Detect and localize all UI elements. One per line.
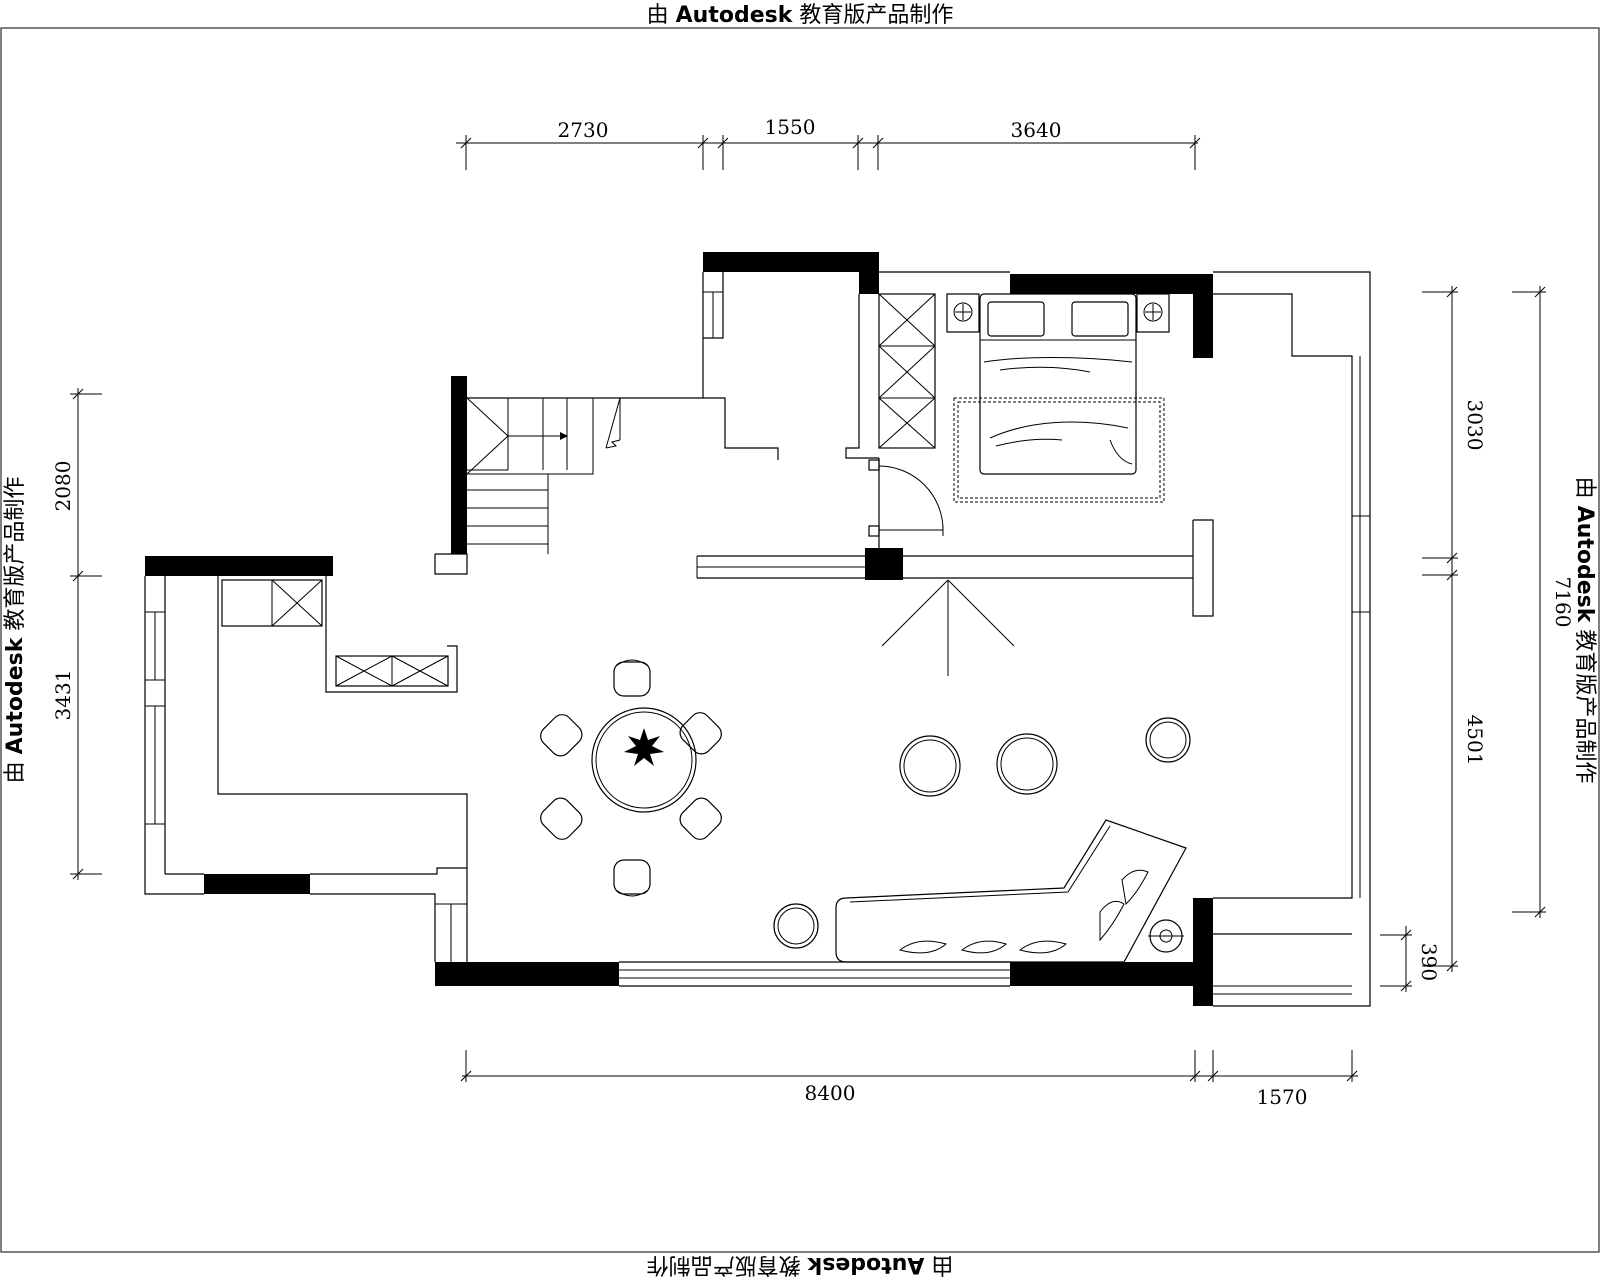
dimension-label: 2730	[558, 118, 609, 142]
svg-text:由 Autodesk 教育版产品制作: 由 Autodesk 教育版产品制作	[647, 3, 954, 28]
chair	[679, 797, 722, 840]
dimension-top: 2730 1550 3640	[456, 115, 1201, 170]
dimension-bottom: 8400 1570	[460, 1050, 1358, 1109]
watermark-prefix: 由	[1572, 477, 1597, 499]
drawing-frame	[0, 27, 1600, 1253]
living-room-furniture	[773, 717, 1191, 963]
chair	[540, 797, 583, 840]
chair	[613, 859, 651, 897]
watermark-brand: Autodesk	[806, 1252, 924, 1277]
kitchen-cabinets	[221, 579, 449, 687]
dining-table	[540, 659, 722, 897]
watermark-left: 由 Autodesk 教育版产品制作	[3, 477, 28, 784]
watermark-suffix: 教育版产品制作	[799, 3, 953, 28]
plant-icon	[624, 728, 664, 766]
watermark-top: 由 Autodesk 教育版产品制作	[647, 3, 954, 28]
watermark-bottom: 由 Autodesk 教育版产品制作	[647, 1252, 954, 1277]
doors	[878, 465, 1015, 676]
dimension-label: 390	[1417, 943, 1441, 981]
dimension-left: 2080 3431	[51, 388, 102, 880]
watermark-prefix: 由	[931, 1252, 953, 1277]
watermark-right: 由 Autodesk 教育版产品制作	[1572, 477, 1597, 784]
svg-text:由 Autodesk 教育版产品制作: 由 Autodesk 教育版产品制作	[1572, 477, 1597, 784]
svg-text:由 Autodesk 教育版产品制作: 由 Autodesk 教育版产品制作	[3, 477, 28, 784]
chair	[613, 659, 651, 697]
sofa-cushions	[898, 869, 1149, 954]
watermark-suffix: 教育版产品制作	[1572, 629, 1597, 783]
watermark-prefix: 由	[647, 3, 669, 28]
dimension-label: 7160	[1551, 577, 1575, 628]
dimension-right-inner: 3030 4501 390	[1380, 286, 1487, 992]
svg-text:由 Autodesk 教育版产品制作: 由 Autodesk 教育版产品制作	[647, 1252, 954, 1277]
dimension-label: 3640	[1011, 118, 1062, 142]
watermark-suffix: 教育版产品制作	[647, 1252, 801, 1277]
dimension-label: 3030	[1463, 400, 1487, 451]
wardrobe	[878, 293, 936, 449]
dimension-right-outer: 7160	[1512, 286, 1575, 918]
watermark-brand: Autodesk	[3, 636, 28, 754]
dimension-label: 1570	[1257, 1085, 1308, 1109]
watermark-brand: Autodesk	[1572, 506, 1597, 624]
walls-solid	[145, 252, 1213, 1006]
dimension-label: 4501	[1463, 715, 1487, 766]
chair	[540, 714, 583, 757]
watermark-prefix: 由	[3, 761, 28, 783]
dimension-label: 8400	[805, 1081, 856, 1105]
dimension-label: 1550	[765, 115, 816, 139]
staircase	[466, 397, 621, 554]
walls-outline	[144, 271, 1371, 1007]
watermark-suffix: 教育版产品制作	[3, 477, 28, 631]
dimension-label: 3431	[51, 670, 75, 721]
dimension-label: 2080	[51, 461, 75, 512]
chair	[679, 712, 722, 755]
bed	[946, 293, 1170, 503]
watermark-brand: Autodesk	[676, 3, 794, 28]
